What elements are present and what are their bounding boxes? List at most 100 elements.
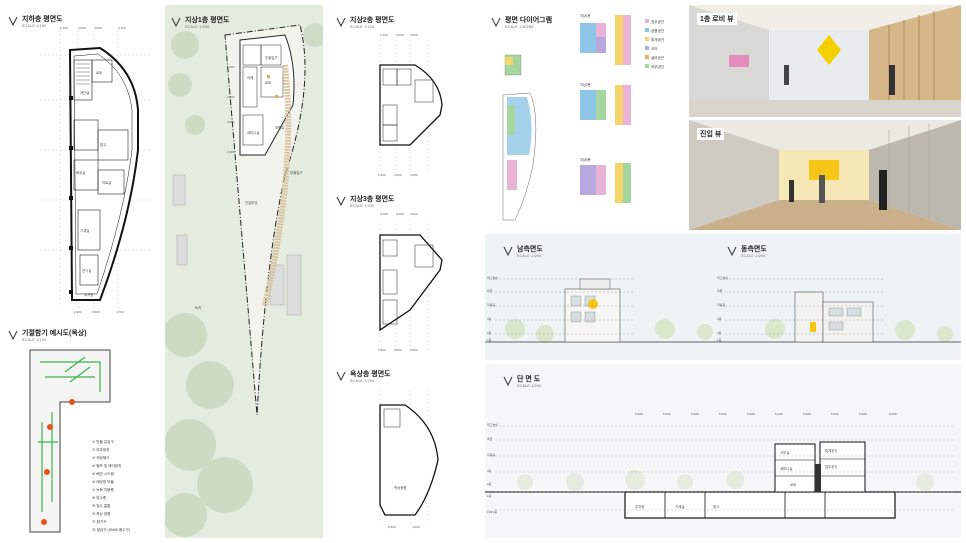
swatch xyxy=(645,64,649,68)
legend-item-2: ② 여과장치 xyxy=(92,448,110,452)
diagram-legend-item: 휴게공간 xyxy=(645,37,664,43)
logo-icon xyxy=(8,330,18,340)
section-dim-6: 5,400 xyxy=(775,412,783,416)
ground-label-2: 부출입구 xyxy=(290,171,303,175)
ground-scale: SCALE 1/200 xyxy=(185,25,210,29)
swatch xyxy=(645,55,649,59)
section-scale: SCALE 1/200 xyxy=(517,384,542,388)
floor2-dim-5: 3,000 xyxy=(394,173,402,177)
basement-room-2: 창고 xyxy=(100,143,107,147)
basement-room-6: 기계실 xyxy=(80,229,90,233)
diagram-scale: SCALE 1/NONE xyxy=(505,25,535,29)
roof-example-legend: ① 빗물 유입구 ② 여과장치 ③ 저장탱크 ④ 펌프 및 제어장치 ⑤ 배관 … xyxy=(92,440,130,536)
section-dim-7: 5,000 xyxy=(803,412,811,416)
basement-plan-panel: 지하층 평면도 SCALE 1/100 3,700 2,000 4,000 5,… xyxy=(0,0,160,320)
section-title-text: 단 면 도 xyxy=(517,376,541,383)
east-level-1: 최고높이 xyxy=(717,276,729,280)
diagram-legend-item: 설비공간 xyxy=(645,55,664,61)
south-level-1: 최고높이 xyxy=(487,276,499,280)
section-drawing xyxy=(485,425,961,519)
east-title-text: 동측면도 xyxy=(741,246,767,253)
diagram-legend-item: 코어 xyxy=(645,46,664,52)
swatch xyxy=(645,46,649,50)
basement-room-5: 자료실 xyxy=(102,181,112,185)
section-level-2: 옥탑 xyxy=(487,437,493,441)
legend-item-11: ⑪ 환기구 xyxy=(92,520,107,524)
east-title: 동측면도 SCALE 1/200 xyxy=(727,244,767,258)
rooftop-dim-2: 4,500 xyxy=(412,525,420,529)
diagram-legend-item: 업무공간 xyxy=(645,19,664,25)
basement-drawing xyxy=(40,30,150,310)
rooftop-plan-panel: 옥상층 평면도 SCALE 1/200 옥상정원 5,500 4,500 xyxy=(330,365,480,540)
basement-title: 지하층 평면도 SCALE 1/100 xyxy=(8,14,63,28)
basement-title-text: 지하층 평면도 xyxy=(22,16,63,23)
rooftop-drawing xyxy=(379,390,439,525)
floor3-dim-1: 3,700 xyxy=(380,212,388,216)
roof-example-title: 기절함기 예시도(옥상) SCALE 1/100 xyxy=(8,328,87,342)
diagram-title-text: 평면 다이어그램 xyxy=(505,17,553,24)
legend-item-10: ⑩ 옥상 정원 xyxy=(92,512,111,516)
diagram-legend-item: 공용공간 xyxy=(645,28,664,34)
legend-item-5: ⑤ 배관 시스템 xyxy=(92,472,114,476)
section-dim-3: 5,000 xyxy=(691,412,699,416)
floor2-scale: SCALE 1/200 xyxy=(350,25,375,29)
ground-label-5: 로비 xyxy=(265,81,272,85)
floor3-scale: SCALE 1/200 xyxy=(350,204,375,208)
floor3-plan-panel: 지상3층 평면도 SCALE 1/200 3,700 2,000 4,000 2… xyxy=(330,190,480,360)
section-level-5: 2층 xyxy=(487,482,492,486)
basement-room-8: 주차장 xyxy=(84,293,94,297)
ground-dim-1: 2,300 xyxy=(227,150,235,154)
diagram-legend: 업무공간 공용공간 휴게공간 코어 설비공간 외부공간 xyxy=(645,19,664,73)
logo-icon xyxy=(727,246,737,256)
legend-item-4: ④ 펌프 및 제어장치 xyxy=(92,464,122,468)
south-level-2: 옥탑 xyxy=(487,289,493,293)
floor2-dim-1: 3,700 xyxy=(380,33,388,37)
south-title-text: 남측면도 xyxy=(517,246,543,253)
elevation-drawing xyxy=(485,278,961,343)
basement-dim-3: 4,000 xyxy=(94,26,102,30)
logo-icon xyxy=(171,17,181,27)
floor3-dim-3: 4,000 xyxy=(410,212,418,216)
ground-label-8: 녹지 xyxy=(195,306,202,310)
east-level-6: 1층 xyxy=(717,338,722,342)
floor2-plan-panel: 지상2층 평면도 SCALE 1/200 3,700 2,000 4,000 2… xyxy=(330,5,480,185)
logo-icon xyxy=(491,17,501,27)
rooftop-scale: SCALE 1/200 xyxy=(350,379,375,383)
south-level-3: 지붕층 xyxy=(487,303,496,307)
swatch xyxy=(645,19,649,23)
section-room-7: 업무공간 xyxy=(825,465,838,469)
floor3-dim-5: 3,000 xyxy=(394,348,402,352)
section-level-6: 1층 xyxy=(487,494,492,498)
section-room-6: 사무실 xyxy=(780,451,790,455)
floor3-dim-2: 2,000 xyxy=(396,212,404,216)
roof-example-title-text: 기절함기 예시도(옥상) xyxy=(22,330,87,337)
roof-example-panel: 기절함기 예시도(옥상) SCALE 1/100 ① 빗물 유입구 ② 여과장치… xyxy=(0,322,160,543)
basement-bdim-3: 4,700 xyxy=(116,310,124,314)
basement-room-1: 로비 xyxy=(96,71,103,75)
roof-example-scale: SCALE 1/100 xyxy=(22,338,47,342)
lobby-view-title: 1층 로비 뷰 xyxy=(697,13,737,25)
basement-bdim-1: 2,000 xyxy=(74,310,82,314)
section-dim-2: 5,000 xyxy=(663,412,671,416)
corridor-view-drawing xyxy=(689,120,961,230)
south-title: 남측면도 SCALE 1/200 xyxy=(503,244,543,258)
logo-icon xyxy=(503,376,513,386)
corridor-view-title: 진입 뷰 xyxy=(697,128,725,140)
section-level-3: 지붕층 xyxy=(487,453,496,457)
south-level-6: 1층 xyxy=(487,338,492,342)
floor2-dim-2: 2,000 xyxy=(396,33,404,37)
basement-room-4: 계단실 xyxy=(80,91,90,95)
rooftop-title: 옥상층 평면도 SCALE 1/200 xyxy=(336,369,391,383)
ground-title: 지상1층 평면도 SCALE 1/200 xyxy=(171,15,230,29)
basement-room-7: 전기실 xyxy=(82,269,92,273)
diagram-floor-1: 지상1층 xyxy=(580,14,591,18)
legend-item-3: ③ 저장탱크 xyxy=(92,456,110,460)
diagram-title: 평면 다이어그램 SCALE 1/NONE xyxy=(491,15,552,29)
south-level-5: 2층 xyxy=(487,331,492,335)
floor3-title: 지상3층 평면도 SCALE 1/200 xyxy=(336,194,394,208)
floor2-title-text: 지상2층 평면도 xyxy=(350,17,395,24)
legend-item-6: ⑥ 태양광 모듈 xyxy=(92,480,114,484)
south-scale: SCALE 1/200 xyxy=(517,254,542,258)
ground-dim-4: 3,000 xyxy=(227,65,235,69)
section-room-2: 기계실 xyxy=(675,505,685,509)
